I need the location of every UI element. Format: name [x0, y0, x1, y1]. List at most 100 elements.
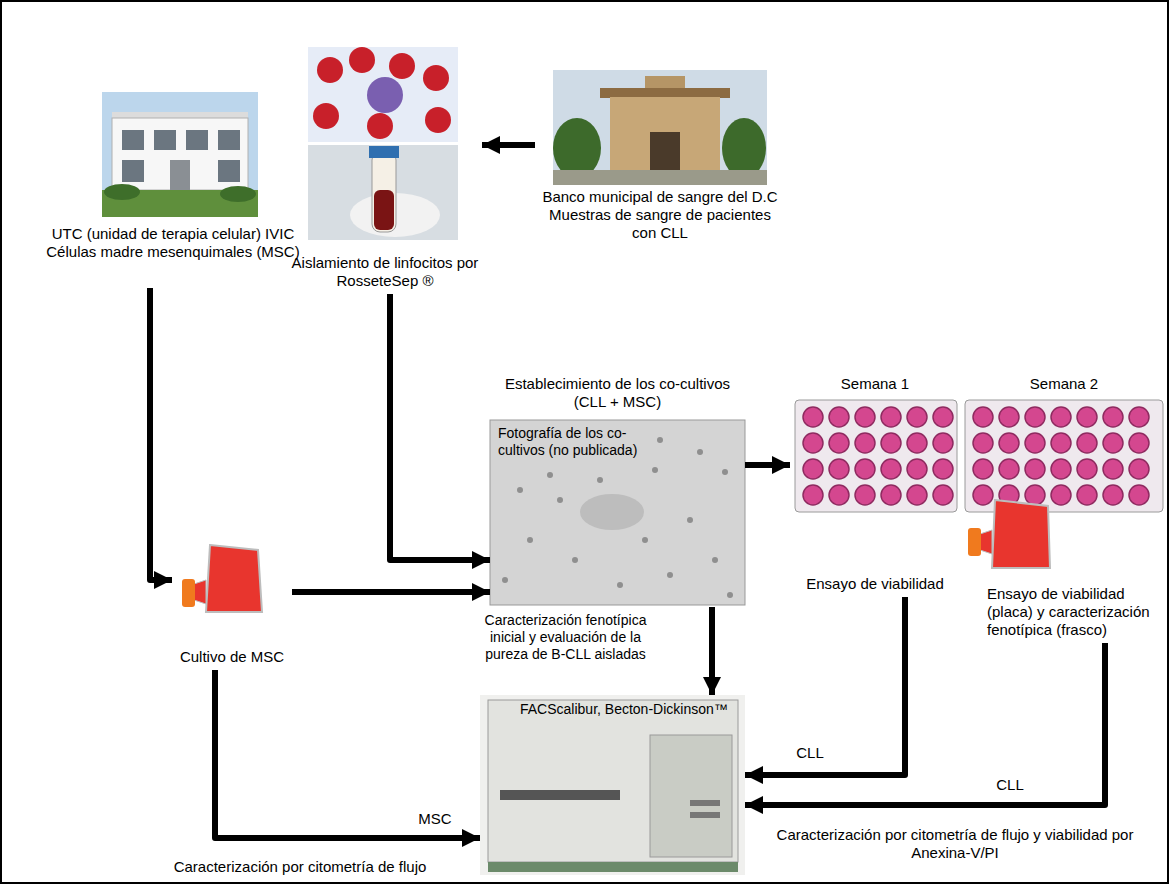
edge-label: MSC — [408, 810, 462, 828]
flow-arrow — [390, 294, 490, 560]
red-cell — [425, 107, 451, 133]
vent — [690, 812, 720, 818]
bush — [220, 186, 256, 202]
node-caption: Banco municipal de sangre del D.C Muestr… — [535, 188, 785, 242]
node-caption: Semana 2 — [965, 375, 1163, 393]
red-cell — [317, 57, 343, 83]
plate-wells — [800, 404, 956, 508]
red-cell — [349, 47, 375, 73]
plate-frame — [965, 400, 1163, 512]
door — [170, 160, 190, 190]
node-caption: Semana 1 — [790, 375, 960, 393]
cell-cluster — [580, 494, 644, 530]
flask-node: Cultivo de MSC — [172, 530, 292, 670]
flow-arrow — [215, 670, 480, 838]
flow-arrow — [745, 462, 790, 468]
door — [650, 132, 680, 172]
window — [122, 160, 144, 182]
cell — [642, 537, 648, 543]
node-caption: Aislamiento de linfocitos por RosseteSep… — [288, 254, 482, 290]
flow-arrow — [150, 288, 172, 580]
tube-photo — [308, 145, 458, 240]
flask-neck — [980, 530, 992, 554]
window — [218, 130, 240, 150]
red-cell — [367, 113, 393, 139]
cell — [547, 472, 553, 478]
cell — [527, 537, 533, 543]
cell — [727, 592, 733, 598]
node-caption: Establecimiento de los co-cultivos (CLL … — [490, 375, 745, 411]
cell — [687, 517, 693, 523]
window — [154, 130, 176, 150]
step-note: Caracterización por citometría de flujo — [150, 858, 450, 876]
step-note: Caracterización por citometría de flujo … — [770, 826, 1140, 862]
pavement — [553, 170, 767, 185]
red-cell — [389, 53, 415, 79]
red-cell — [313, 103, 339, 129]
flask-neck — [194, 580, 206, 604]
plate-frame — [795, 400, 957, 512]
window — [122, 130, 144, 150]
cell — [502, 577, 508, 583]
coculture-node: Establecimiento de los co-cultivos (CLL … — [490, 375, 745, 607]
flow-arrow — [745, 597, 905, 775]
cytometer-photo — [480, 695, 745, 875]
photo-node: Banco municipal de sangre del D.C Muestr… — [535, 66, 785, 246]
window — [186, 130, 208, 150]
edge-label: Caracterización fenotípica inicial y eva… — [478, 612, 653, 662]
rosette-picture — [308, 47, 458, 142]
window — [218, 160, 240, 182]
flow-arrow — [292, 589, 490, 595]
tube-cap — [369, 146, 399, 158]
cytometer-node: FACScalibur, Becton-Dickinson™ — [480, 695, 745, 875]
flask-cap — [968, 528, 981, 556]
photo-node: UTC (unidad de terapia celular) IVIC Cél… — [28, 88, 318, 288]
photo-node: Aislamiento de linfocitos por RosseteSep… — [288, 44, 482, 294]
cell — [517, 487, 523, 493]
well-plate — [795, 400, 957, 512]
cell — [657, 437, 663, 443]
bush — [104, 184, 140, 200]
sky — [553, 70, 767, 185]
blood — [374, 190, 394, 230]
roof — [600, 88, 730, 98]
micrograph — [490, 420, 745, 605]
cell — [617, 582, 623, 588]
edge-label: CLL — [788, 744, 832, 762]
flow-arrow — [709, 607, 715, 695]
node-caption: UTC (unidad de terapia celular) IVIC Cél… — [28, 225, 318, 261]
cell — [712, 557, 718, 563]
node-caption: Cultivo de MSC — [172, 648, 292, 666]
tree — [722, 118, 766, 178]
flask-cap — [182, 579, 195, 607]
node-subtext: Ensayo de viabilidad (placa) y caracteri… — [987, 585, 1157, 639]
culture-flask — [182, 545, 262, 612]
red-cell — [423, 65, 449, 91]
cell — [652, 467, 658, 473]
cell — [667, 572, 673, 578]
bank-photo — [553, 70, 767, 185]
tube-ground — [308, 145, 458, 240]
building-wall — [610, 97, 720, 172]
plate-wells — [970, 404, 1152, 508]
photo-ground — [480, 695, 745, 875]
tube — [372, 152, 396, 232]
node-caption: FACScalibur, Becton-Dickinson™ — [520, 701, 740, 718]
culture-flask — [968, 500, 1050, 568]
coculture-photo — [490, 420, 745, 605]
well-plate — [965, 400, 1163, 512]
sky — [102, 92, 258, 217]
flask-body — [992, 500, 1050, 568]
cell — [597, 477, 603, 483]
leukocyte — [367, 77, 403, 113]
rosette-ground — [308, 47, 458, 142]
edge-label: CLL — [988, 776, 1032, 794]
cytometer-body — [488, 700, 738, 862]
flow-arrow — [482, 142, 535, 148]
bench — [488, 862, 738, 872]
cell — [697, 449, 703, 455]
sample-slot — [500, 790, 620, 800]
building-wall — [112, 118, 248, 190]
